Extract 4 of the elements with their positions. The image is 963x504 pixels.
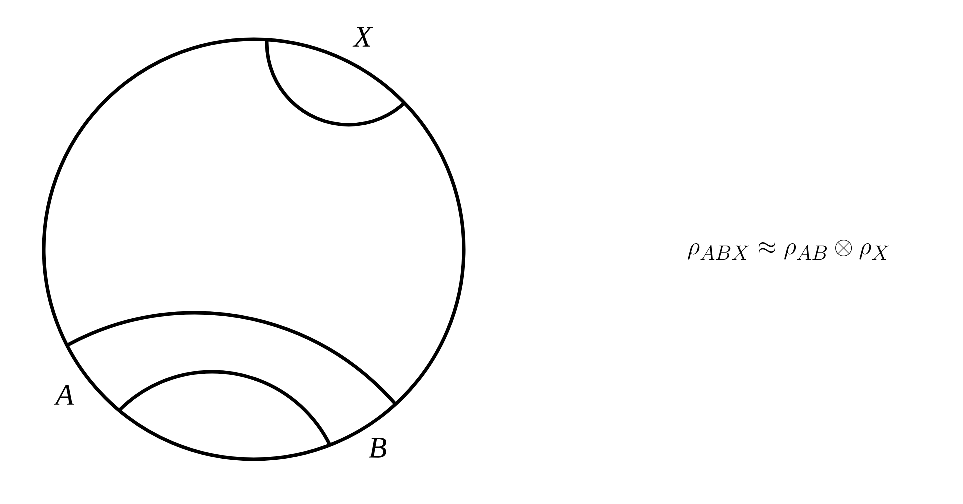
formula: $\rho_{ABX} \approx \rho_{AB} \otimes \rho_X$ xyxy=(688,240,889,260)
region-label: B xyxy=(369,438,387,458)
region-label: X xyxy=(352,27,374,47)
region-label: A xyxy=(54,385,74,405)
